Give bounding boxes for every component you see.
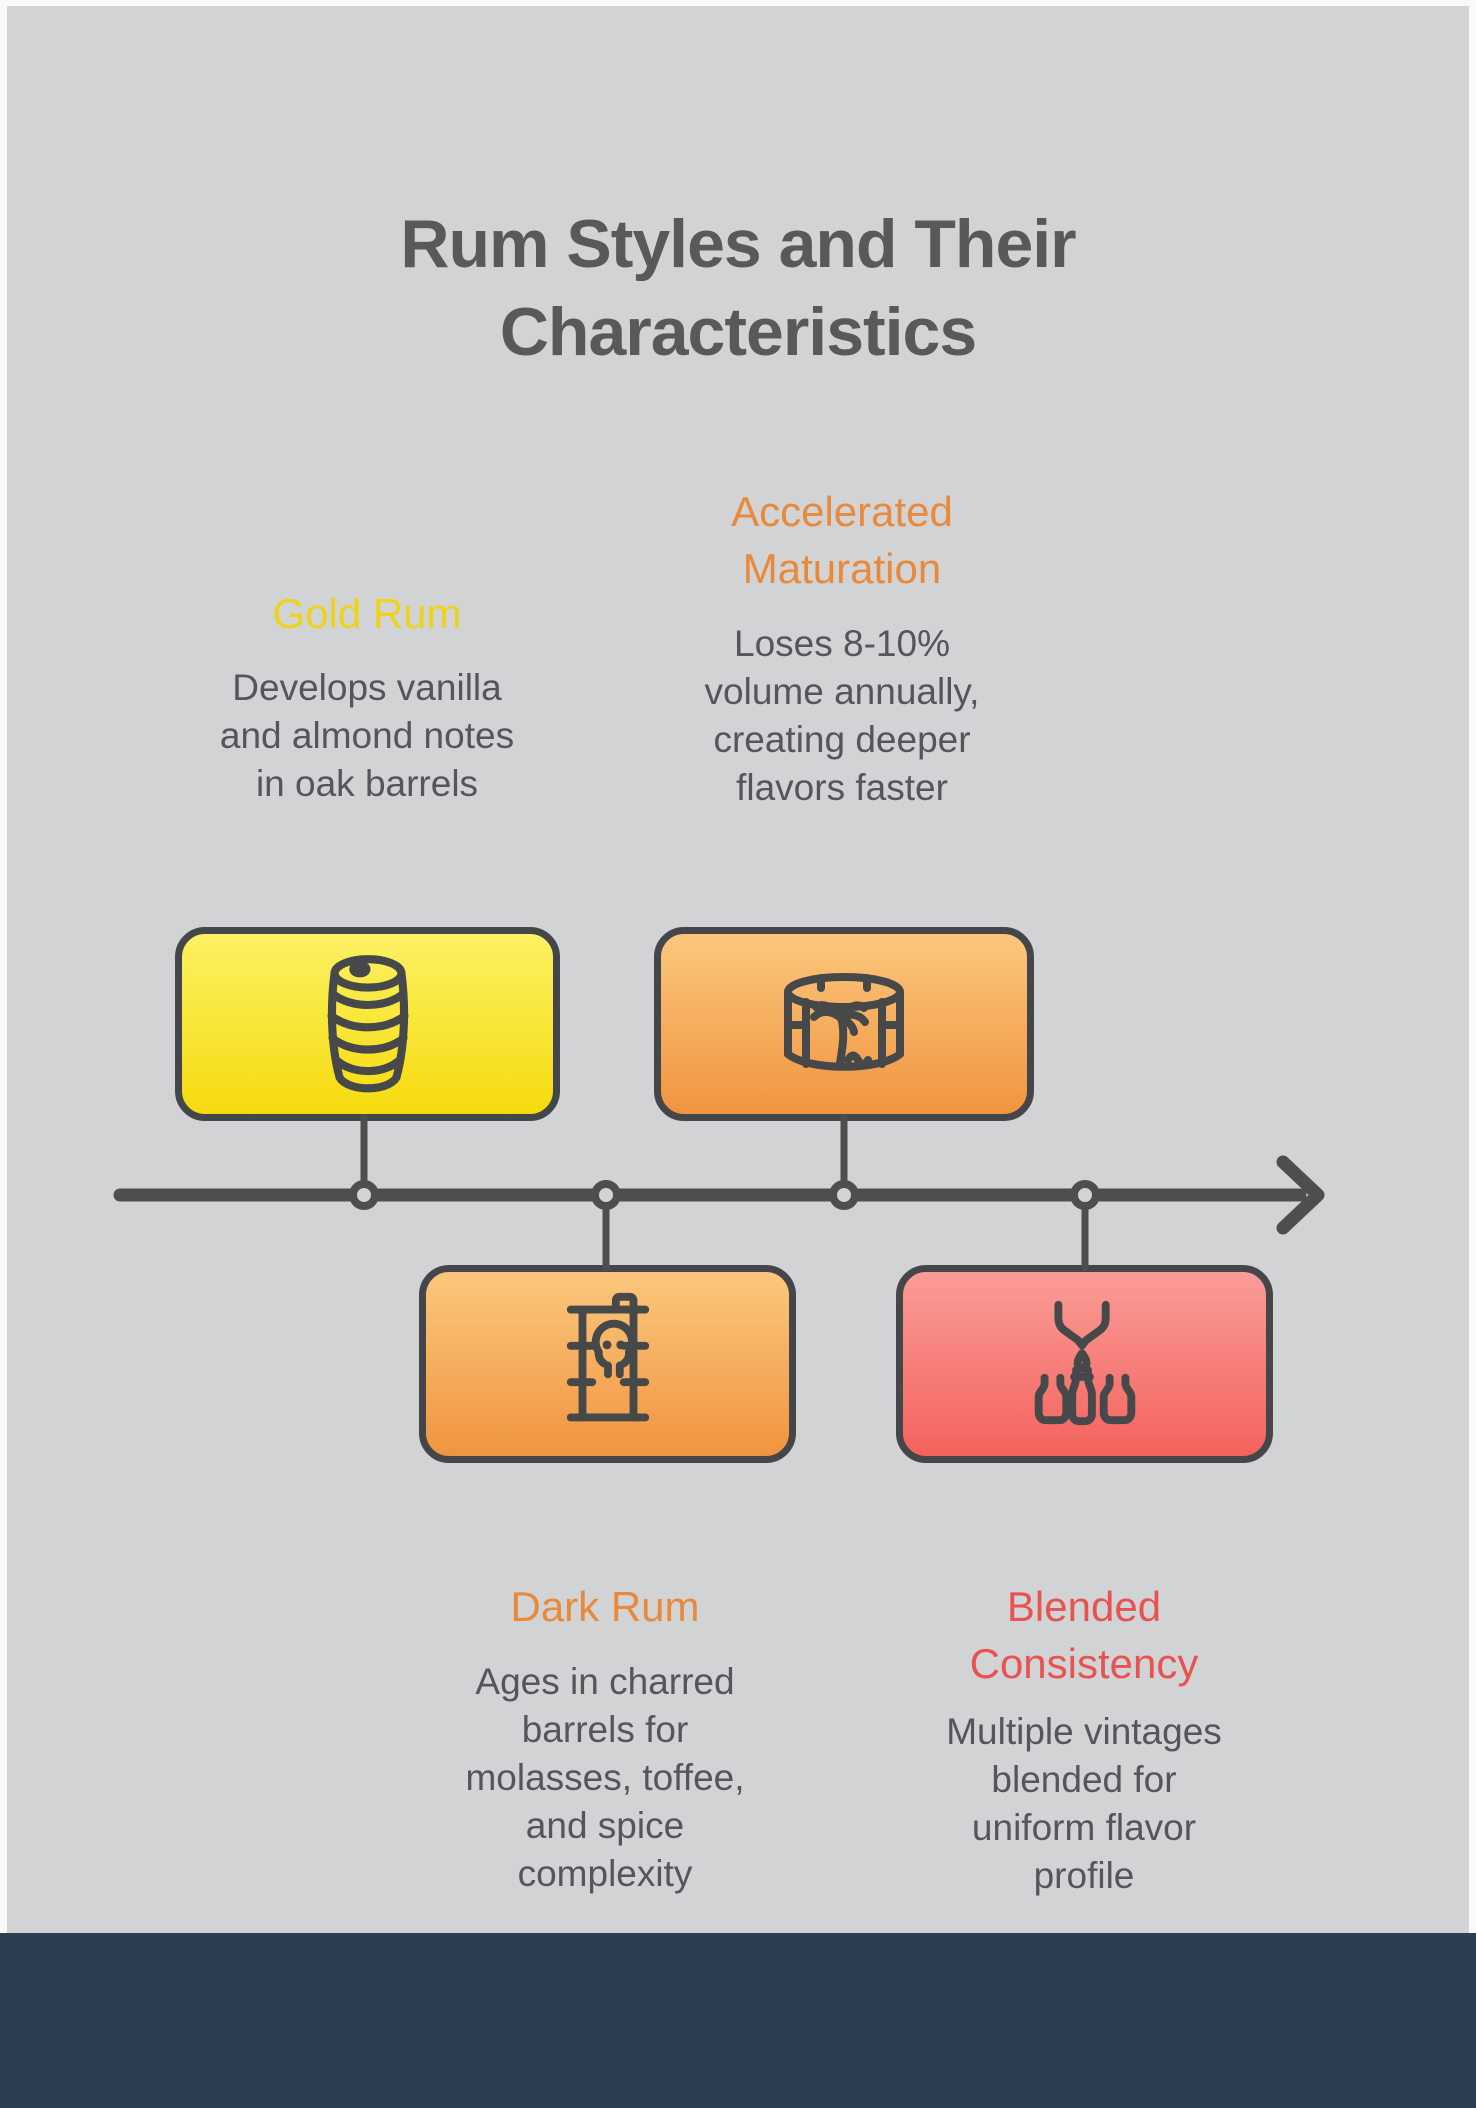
timeline-node-1 [349,1180,379,1210]
timeline-node-4 [1070,1180,1100,1210]
card-blended-consistency [896,1265,1273,1463]
blended-consistency-heading: Blended Consistency [969,1583,1199,1687]
charred-drum-skull-icon [566,1292,649,1422]
tropical-cask-icon [784,973,904,1071]
footer-bar [0,1933,1476,2108]
gold-rum-description: Develops vanilla and almond notes in oak… [219,667,515,804]
page-title: Rum Styles and Their Characteristics [400,206,1076,370]
blending-bottles-icon [1034,1300,1135,1426]
timeline-node-3 [829,1180,859,1210]
card-gold-rum [175,927,560,1121]
oak-barrel-icon [326,955,409,1093]
timeline-arrowhead-icon [1276,1155,1325,1235]
card-dark-rum [419,1265,796,1463]
blended-consistency-description: Multiple vintages blended for uniform fl… [946,1711,1222,1896]
gold-rum-heading: Gold Rum [272,590,462,637]
dark-rum-description: Ages in charred barrels for molasses, to… [465,1661,745,1894]
dark-rum-heading: Dark Rum [510,1583,700,1630]
accelerated-maturation-heading: Accelerated Maturation [731,488,953,592]
timeline-node-2 [591,1180,621,1210]
accelerated-maturation-description: Loses 8-10% volume annually, creating de… [704,623,980,808]
